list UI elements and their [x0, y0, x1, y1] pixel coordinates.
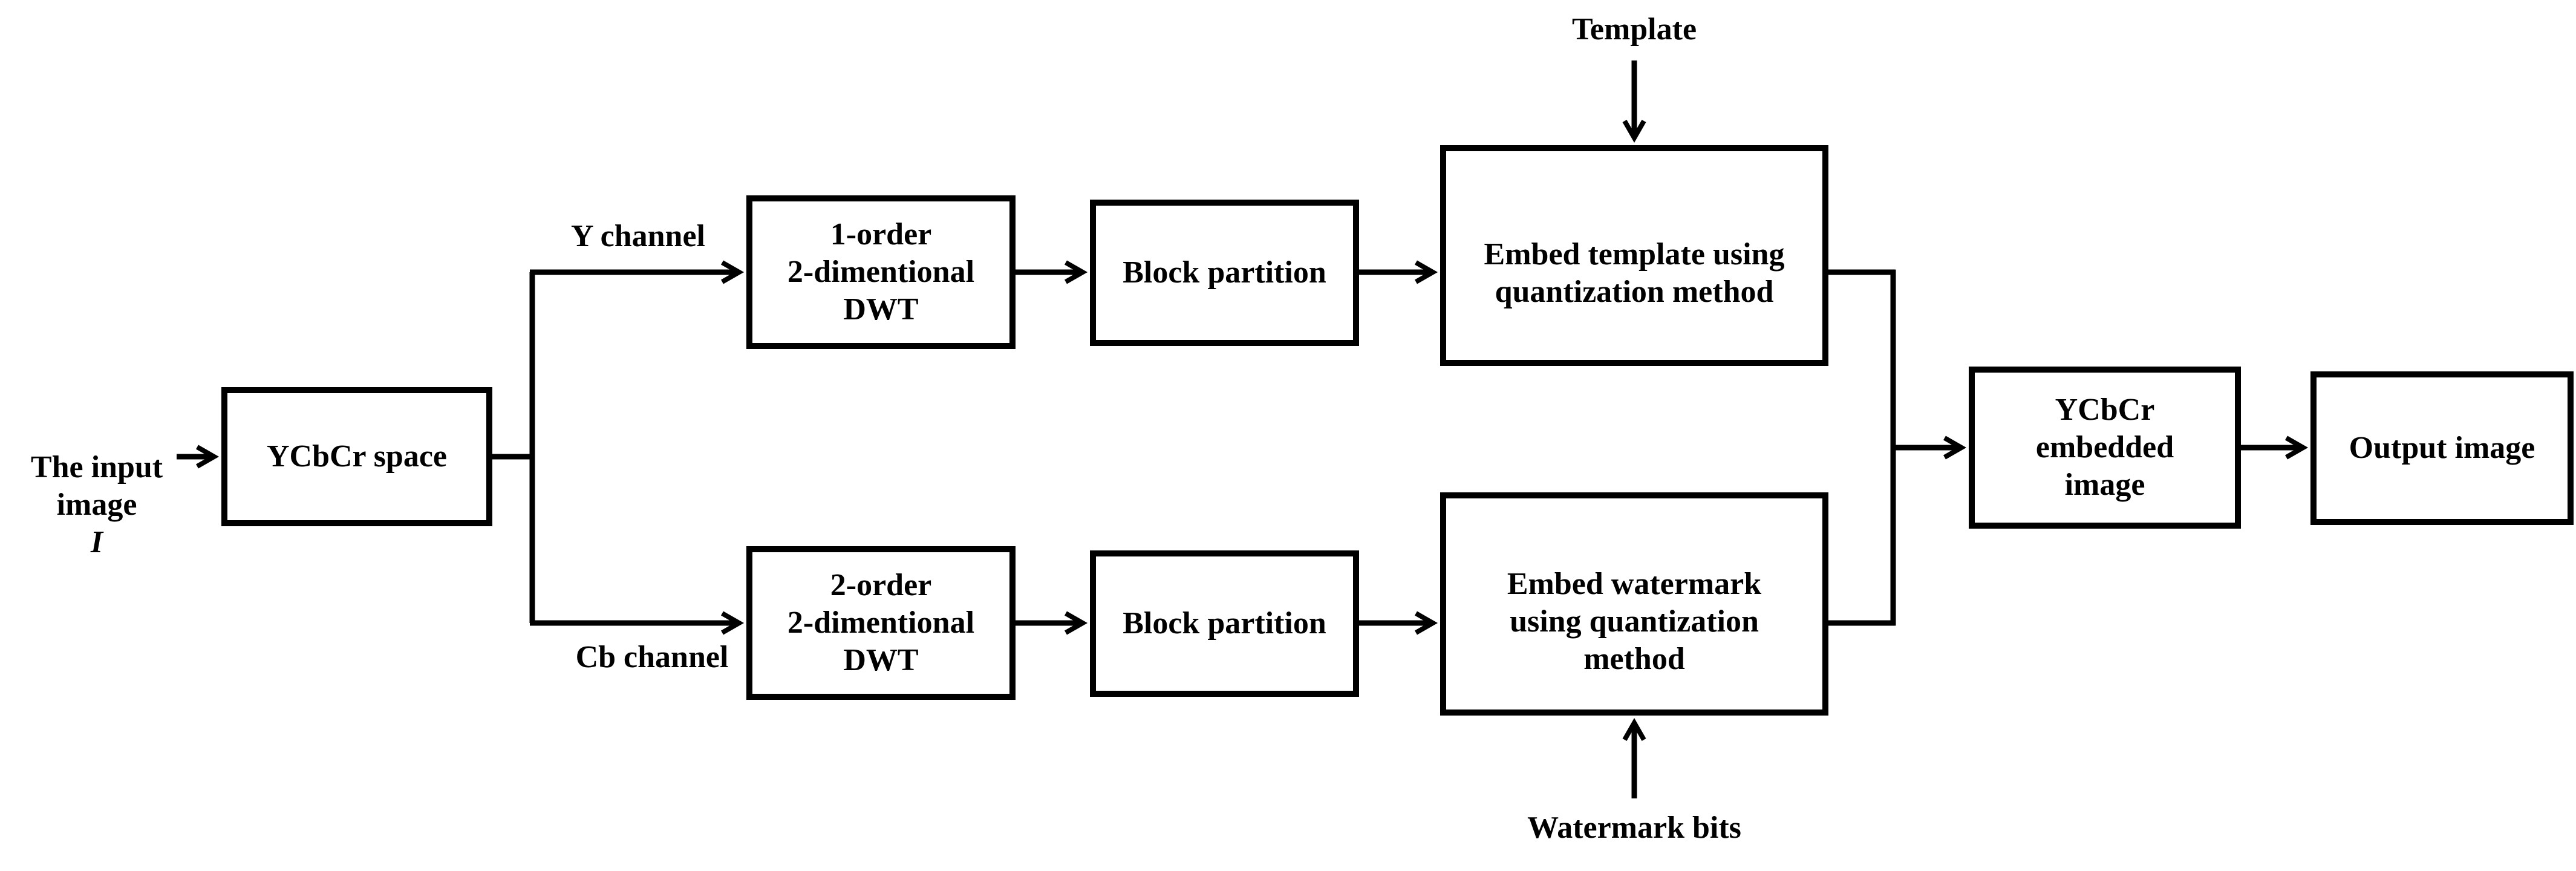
box-block-partition-y: Block partition: [1090, 200, 1359, 346]
watermark-bits-label: Watermark bits: [1527, 811, 1741, 845]
box-block-partition-cb-label: Block partition: [1123, 606, 1326, 641]
box-ycbcr-space: YCbCr space: [221, 387, 492, 526]
y-channel-label: Y channel: [571, 219, 705, 253]
box-block-partition-cb: Block partition: [1090, 550, 1359, 697]
box-dwt-cb: 2-order 2-dimentional DWT: [746, 546, 1016, 700]
input-image-symbol: I: [90, 525, 103, 559]
box-embed-watermark: Embed watermark using quantization metho…: [1440, 492, 1828, 716]
box-dwt-y: 1-order 2-dimentional DWT: [746, 195, 1016, 349]
box-output-image-label: Output image: [2349, 431, 2535, 465]
box-embed-watermark-label: Embed watermark using quantization metho…: [1507, 566, 1762, 676]
box-ycbcr-space-label: YCbCr space: [266, 439, 448, 474]
box-output-image: Output image: [2310, 371, 2574, 525]
box-dwt-y-label: 1-order 2-dimentional DWT: [787, 217, 975, 327]
box-embed-template: Embed template using quantization method: [1440, 145, 1828, 366]
input-image-label-text: The input image: [30, 450, 163, 522]
input-image-label: The input image I: [6, 411, 187, 561]
box-dwt-cb-label: 2-order 2-dimentional DWT: [787, 568, 975, 677]
template-label: Template: [1571, 12, 1697, 47]
box-block-partition-y-label: Block partition: [1123, 255, 1326, 290]
cb-channel-label: Cb channel: [575, 640, 729, 674]
box-ycbcr-embedded: YCbCr embedded image: [1969, 367, 2241, 529]
box-embed-template-label: Embed template using quantization method: [1484, 237, 1785, 309]
box-ycbcr-embedded-label: YCbCr embedded image: [2035, 393, 2174, 502]
